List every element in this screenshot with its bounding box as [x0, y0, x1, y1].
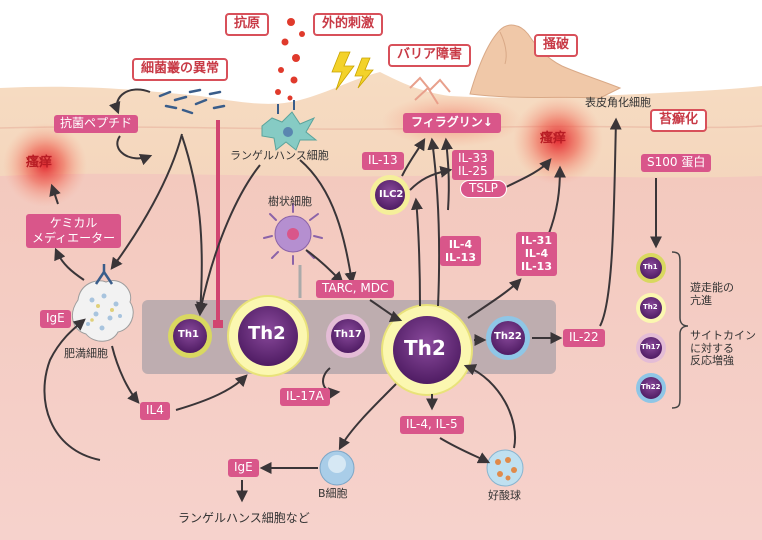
il4-left-label: IL4: [140, 402, 170, 420]
th2-left-label: Th2: [248, 323, 286, 344]
il17a-label: IL-17A: [280, 388, 330, 406]
langerhans-etc-label: ランゲルハンス細胞など: [178, 511, 310, 525]
il13-top-label: IL-13: [362, 152, 404, 170]
itch-right-label: 瘙痒: [540, 131, 567, 146]
right-th1-label: Th1: [643, 263, 658, 271]
th1-label: Th1: [178, 329, 199, 340]
cytokine-response-label: サイトカイン に対する 反応増強: [690, 329, 756, 368]
scratch-label: 掻破: [534, 34, 579, 57]
tslp-label: TSLP: [460, 180, 507, 198]
antigen-label: 抗原: [225, 13, 270, 36]
b-cell-label: B細胞: [318, 487, 348, 500]
barrier-disorder-label: バリア障害: [388, 44, 472, 67]
il4-il13-label: IL-4 IL-13: [440, 236, 481, 267]
lichenification-label: 苔癬化: [650, 109, 708, 132]
external-stimulus-label: 外的刺激: [313, 13, 384, 36]
bacterial-abnormality-label: 細菌叢の異常: [132, 58, 229, 81]
antimicrobial-peptide-label: 抗菌ペプチド: [54, 115, 139, 133]
right-th22-label: Th22: [641, 383, 661, 391]
tarc-mdc-label: TARC, MDC: [316, 280, 395, 298]
dendritic-cell-label: 樹状細胞: [268, 195, 312, 208]
itch-left-label: 瘙痒: [26, 155, 53, 170]
ilc2-label: ILC2: [379, 189, 404, 200]
ige-bottom-label: IgE: [228, 459, 259, 477]
eosinophil-label: 好酸球: [488, 489, 521, 502]
migration-label: 遊走能の 亢進: [690, 281, 734, 307]
mast-cell-label: 肥満細胞: [64, 347, 108, 360]
il31-il4-il13-label: IL-31 IL-4 IL-13: [516, 232, 557, 276]
il33-il25-label: IL-33 IL-25: [452, 150, 494, 181]
il4-il5-label: IL-4, IL-5: [400, 416, 464, 434]
s100-label: S100 蛋白: [641, 154, 712, 172]
th2-center-label: Th2: [404, 336, 446, 360]
right-th2-label: Th2: [643, 303, 658, 311]
filaggrin-label: フィラグリン↓: [403, 113, 501, 133]
langerhans-cell-label: ランゲルハンス細胞: [230, 149, 329, 162]
th22-label: Th22: [494, 331, 522, 342]
right-th17-label: Th17: [641, 343, 661, 351]
chemical-mediator-label: ケミカル メディエーター: [26, 214, 122, 248]
il22-label: IL-22: [563, 329, 605, 347]
ige-left-label: IgE: [40, 310, 71, 328]
th17-label: Th17: [334, 329, 362, 340]
keratinocyte-label: 表皮角化細胞: [585, 96, 651, 109]
